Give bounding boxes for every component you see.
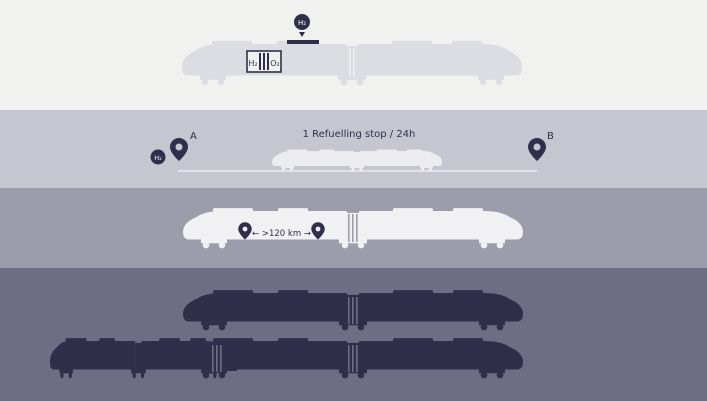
range-label: ← >120 km → (252, 229, 311, 239)
car-joint (349, 48, 355, 76)
arrow-down-icon (299, 32, 305, 37)
point-a-label: A (190, 131, 197, 142)
tank-h2-label: H₂ (248, 59, 257, 68)
car-joint (348, 297, 358, 324)
route-caption: 1 Refuelling stop / 24h (303, 129, 416, 140)
route-h2-label: H₂ (154, 154, 162, 162)
hydrogen-train-light (182, 40, 522, 86)
h2-badge-icon (294, 14, 310, 30)
refuelling-nozzle (287, 40, 319, 44)
band-route (0, 110, 707, 188)
dark-train-coupled (50, 338, 523, 379)
band-coupling (0, 268, 707, 401)
tank-o2-label: O₂ (270, 59, 280, 68)
car-joint (348, 214, 358, 242)
point-b-label: B (547, 131, 554, 142)
fuel-cell-module: H₂ O₂ (246, 50, 282, 73)
small-train (272, 149, 442, 171)
refuel-h2-label: H₂ (298, 19, 306, 27)
h2-badge-icon (150, 149, 166, 165)
car-joint (212, 345, 358, 372)
